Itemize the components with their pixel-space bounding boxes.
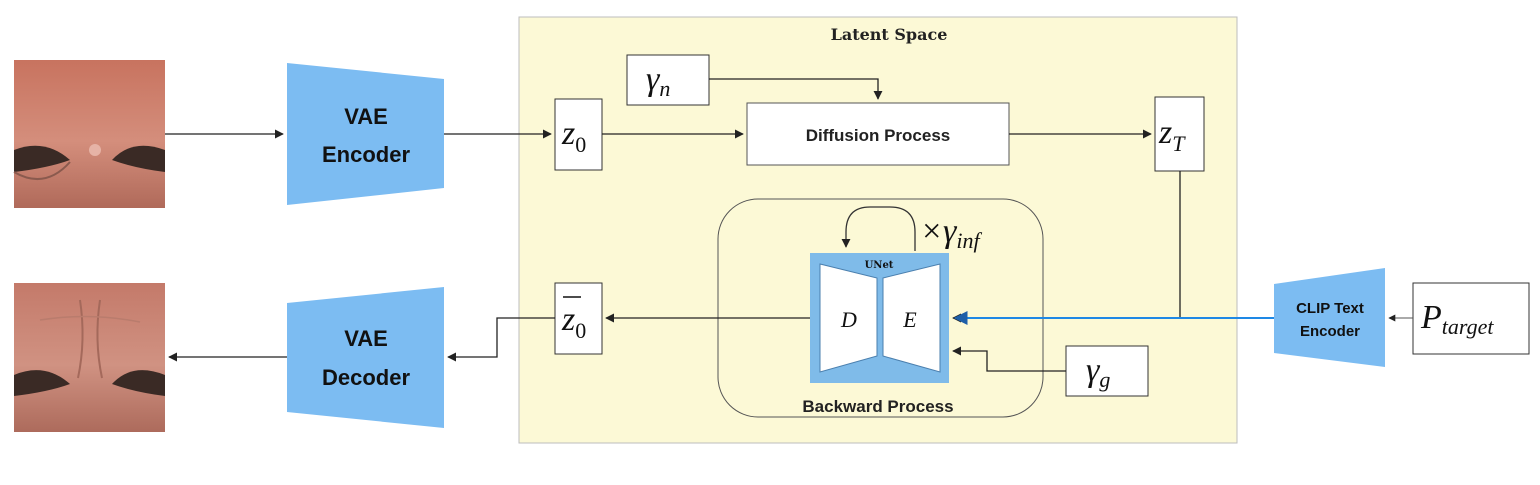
- clip-label-1: CLIP Text: [1296, 300, 1364, 317]
- z0-symbol: z0: [561, 115, 586, 157]
- unet-block: UNet D E: [810, 253, 949, 383]
- arrow-gamma-n-to-diffusion: [709, 78, 883, 100]
- vae-encoder: [287, 63, 444, 205]
- unet-e-label: E: [902, 307, 917, 332]
- unet-d-label: D: [840, 307, 857, 332]
- z0-bar-symbol: z0: [561, 301, 586, 343]
- clip-text-encoder: [1274, 268, 1385, 367]
- z0-box: [554, 98, 603, 171]
- p-target-box: [1412, 282, 1530, 355]
- input-image: [13, 60, 165, 208]
- zT-symbol: zT: [1158, 114, 1186, 156]
- gamma-g-symbol: γg: [1086, 352, 1110, 392]
- arrow-z0bar-to-decoder: [447, 317, 555, 362]
- unet-decoder-block: [819, 263, 878, 373]
- vae-encoder-label-2: Encoder: [322, 142, 410, 167]
- backward-process-region: [717, 198, 1044, 418]
- vae-decoder-label-1: VAE: [344, 326, 388, 351]
- output-image: [14, 283, 165, 432]
- p-target-symbol: Ptarget: [1420, 299, 1494, 339]
- arrow-gamma-g-to-unet: [952, 346, 1066, 372]
- unet-title: UNet: [865, 260, 894, 271]
- diffusion-process-box: [746, 102, 1010, 166]
- times-gamma-inf-symbol: ×γinf: [920, 213, 982, 253]
- vae-encoder-label-1: VAE: [344, 104, 388, 129]
- unet-loop-arrow: [841, 206, 916, 251]
- gamma-n-symbol: γn: [646, 61, 670, 101]
- vae-decoder: [287, 287, 444, 428]
- gamma-n-box: [626, 54, 710, 106]
- z0-bar-box: [554, 282, 603, 355]
- zT-box: [1154, 96, 1205, 172]
- latent-space-title: Latent Space: [831, 25, 948, 44]
- backward-process-label: Backward Process: [802, 397, 953, 416]
- clip-label-2: Encoder: [1300, 323, 1360, 340]
- diffusion-process-label: Diffusion Process: [806, 126, 951, 145]
- vae-decoder-label-2: Decoder: [322, 365, 410, 390]
- unet-encoder-block: [882, 263, 941, 373]
